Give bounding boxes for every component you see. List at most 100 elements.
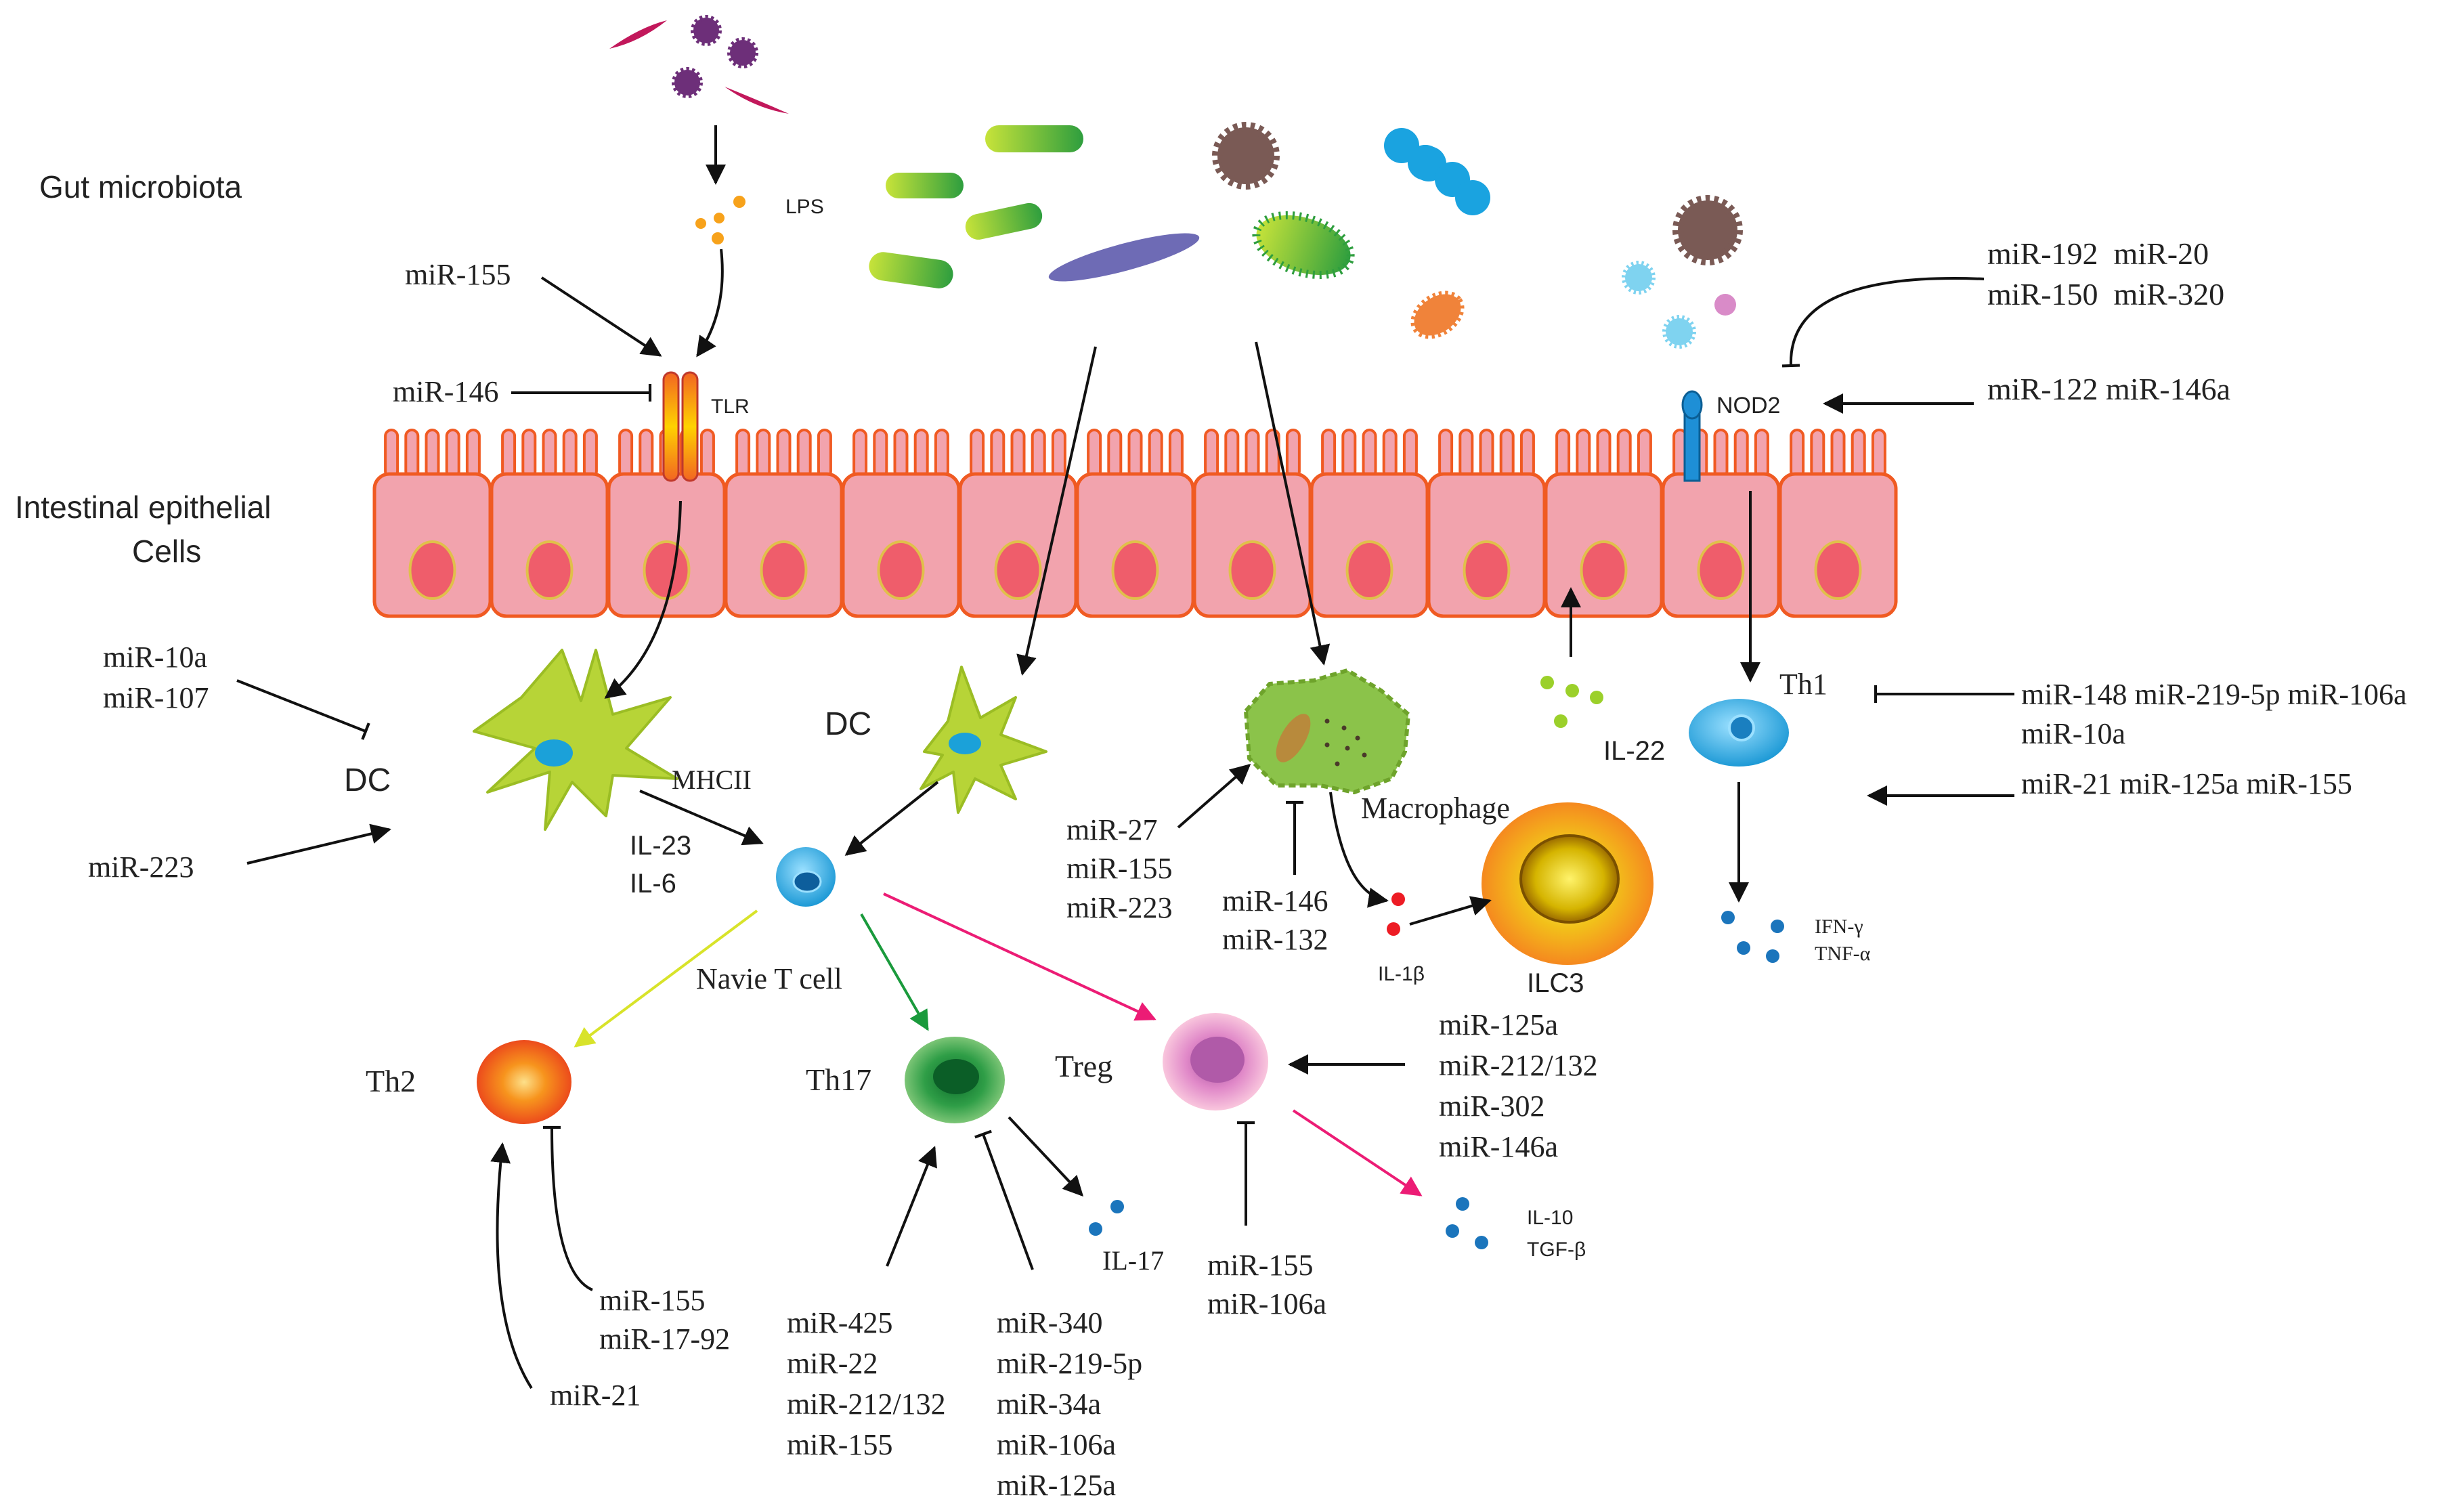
label-il22: IL-22 [1603, 736, 1665, 766]
epithelial-cell [1427, 429, 1547, 618]
th2-activate-label: miR-21 [550, 1379, 641, 1412]
inhibit-th17-mirs [974, 1129, 1034, 1270]
pink-spindle-bacterium [609, 20, 667, 49]
purple-coccus [727, 37, 758, 68]
nod2-inhibit-line1: miR-192 miR-20 [1987, 236, 2209, 271]
epithelial-cell [490, 429, 609, 618]
label-tnfa: TNF-α [1815, 943, 1871, 965]
label-lps: LPS [785, 196, 824, 218]
purple-rod-bacterium [1048, 233, 1200, 282]
il10-tgfb-dots [1446, 1197, 1488, 1249]
label-tgfb: TGF-β [1527, 1238, 1586, 1261]
nod2-receptor [1681, 390, 1703, 482]
il22-dots [1540, 676, 1603, 728]
arrow-th17-mirs [886, 1146, 937, 1267]
treg-activate-line4: miR-146a [1439, 1130, 1558, 1163]
epithelial-nucleus [760, 540, 808, 600]
treg-cell [1163, 1013, 1268, 1110]
epithelial-cell [1778, 429, 1898, 618]
orange-spiky-bacterium [1410, 290, 1465, 339]
treg-inhibit-line1: miR-155 [1207, 1249, 1313, 1282]
dc-inhibit-line1: miR-10a [103, 641, 207, 674]
treg-activate-line2: miR-212/132 [1439, 1049, 1598, 1082]
label-dc-center: DC [825, 706, 871, 742]
mir155-tlr-label: miR-155 [405, 258, 511, 291]
label-il17: IL-17 [1102, 1245, 1164, 1276]
arrow-naive-to-th2 [574, 909, 758, 1048]
arrow-microbe-to-dc-center [1016, 346, 1097, 676]
label-epithelial: Intestinal epithelial [15, 490, 271, 525]
purple-coccus [691, 15, 722, 46]
labels: Gut microbiota Intestinal epithelial Cel… [15, 169, 2407, 1502]
arrow-microbe-to-macrophage [1255, 341, 1331, 666]
label-tlr: TLR [711, 395, 750, 418]
dc-activate-label: miR-223 [88, 850, 194, 884]
arrow-mirs-to-macrophage [1177, 764, 1251, 829]
epithelial-cell [958, 429, 1078, 618]
epithelial-cell [724, 429, 844, 618]
epithelial-nucleus [1228, 540, 1276, 600]
th17-activate-line1: miR-425 [787, 1306, 892, 1339]
label-treg: Treg [1055, 1049, 1112, 1083]
lps-particles [695, 196, 745, 244]
brown-spiky-bacterium [1212, 122, 1280, 190]
dc-left-cell [473, 649, 678, 831]
label-th2: Th2 [366, 1064, 416, 1098]
th1-inhibit-line1: miR-148 miR-219-5p miR-106a [2021, 678, 2407, 711]
label-ilc3: ILC3 [1527, 968, 1584, 998]
label-dc-left: DC [344, 762, 391, 798]
epithelial-nucleus [994, 540, 1042, 600]
green-rod-bacterium [869, 252, 953, 288]
th1-cell [1689, 699, 1789, 767]
arrow-macrophage-to-il1b [1329, 792, 1389, 908]
arrow-lps-to-tlr [696, 249, 724, 358]
nod2-activate-label: miR-122 miR-146a [1987, 372, 2230, 406]
label-th1: Th1 [1779, 668, 1828, 701]
pink-spindle-bacterium [725, 87, 789, 114]
epithelial-nucleus [877, 540, 925, 600]
epithelial-nucleus [1580, 540, 1628, 600]
inhibit-nod2-mirs [1781, 277, 1985, 368]
il1b-dots [1387, 892, 1405, 936]
inhibit-th2-mirs [542, 1125, 593, 1291]
intestinal-epithelium [372, 429, 1898, 618]
epithelial-cell [1075, 429, 1195, 618]
th17-cell [905, 1037, 1005, 1123]
ifng-tnfa-dots [1721, 911, 1784, 963]
arrow-mir155-to-tlr [540, 276, 662, 357]
macrophage-activate-line3: miR-223 [1066, 891, 1172, 924]
th17-inhibit-line5: miR-125a [997, 1469, 1116, 1502]
label-il6: IL-6 [630, 869, 676, 899]
blue-streptococcus [1384, 128, 1490, 215]
mir146-tlr-label: miR-146 [393, 375, 498, 408]
arrow-mir21-to-th2 [490, 1142, 533, 1389]
microbes [609, 15, 1743, 349]
epithelial-cell [1310, 429, 1429, 618]
macrophage-inhibit-line2: miR-132 [1222, 923, 1328, 956]
brown-spiky-bacterium [1672, 195, 1743, 265]
th17-inhibit-line4: miR-106a [997, 1428, 1116, 1461]
label-ifng: IFN-γ [1815, 915, 1863, 938]
macrophage-inhibit-line1: miR-146 [1222, 884, 1328, 918]
epithelial-cell [1661, 429, 1781, 618]
th17-activate-line2: miR-22 [787, 1347, 878, 1380]
label-il10: IL-10 [1527, 1207, 1573, 1229]
macrophage-activate-line2: miR-155 [1066, 852, 1172, 885]
label-naive-t-cell: Navie T cell [696, 962, 842, 995]
epithelial-nucleus [1697, 540, 1745, 600]
treg-inhibit-line2: miR-106a [1207, 1287, 1326, 1320]
green-flagellated-bacterium [1252, 211, 1355, 280]
epithelial-cell [1544, 429, 1664, 618]
inhibit-dc-mirs [236, 679, 370, 740]
epithelial-nucleus [1345, 540, 1393, 600]
arrow-treg-to-il10 [1292, 1109, 1423, 1196]
arrow-dc-center-to-naive [844, 781, 939, 856]
lightblue-virus [1662, 315, 1696, 349]
il17-dots [1089, 1200, 1124, 1236]
th17-inhibit-line2: miR-219-5p [997, 1347, 1142, 1380]
arrow-il1b-to-ilc3 [1409, 896, 1492, 926]
pink-coccus [1714, 294, 1736, 316]
label-il1b: IL-1β [1378, 963, 1425, 985]
th17-activate-line4: miR-155 [787, 1428, 892, 1461]
